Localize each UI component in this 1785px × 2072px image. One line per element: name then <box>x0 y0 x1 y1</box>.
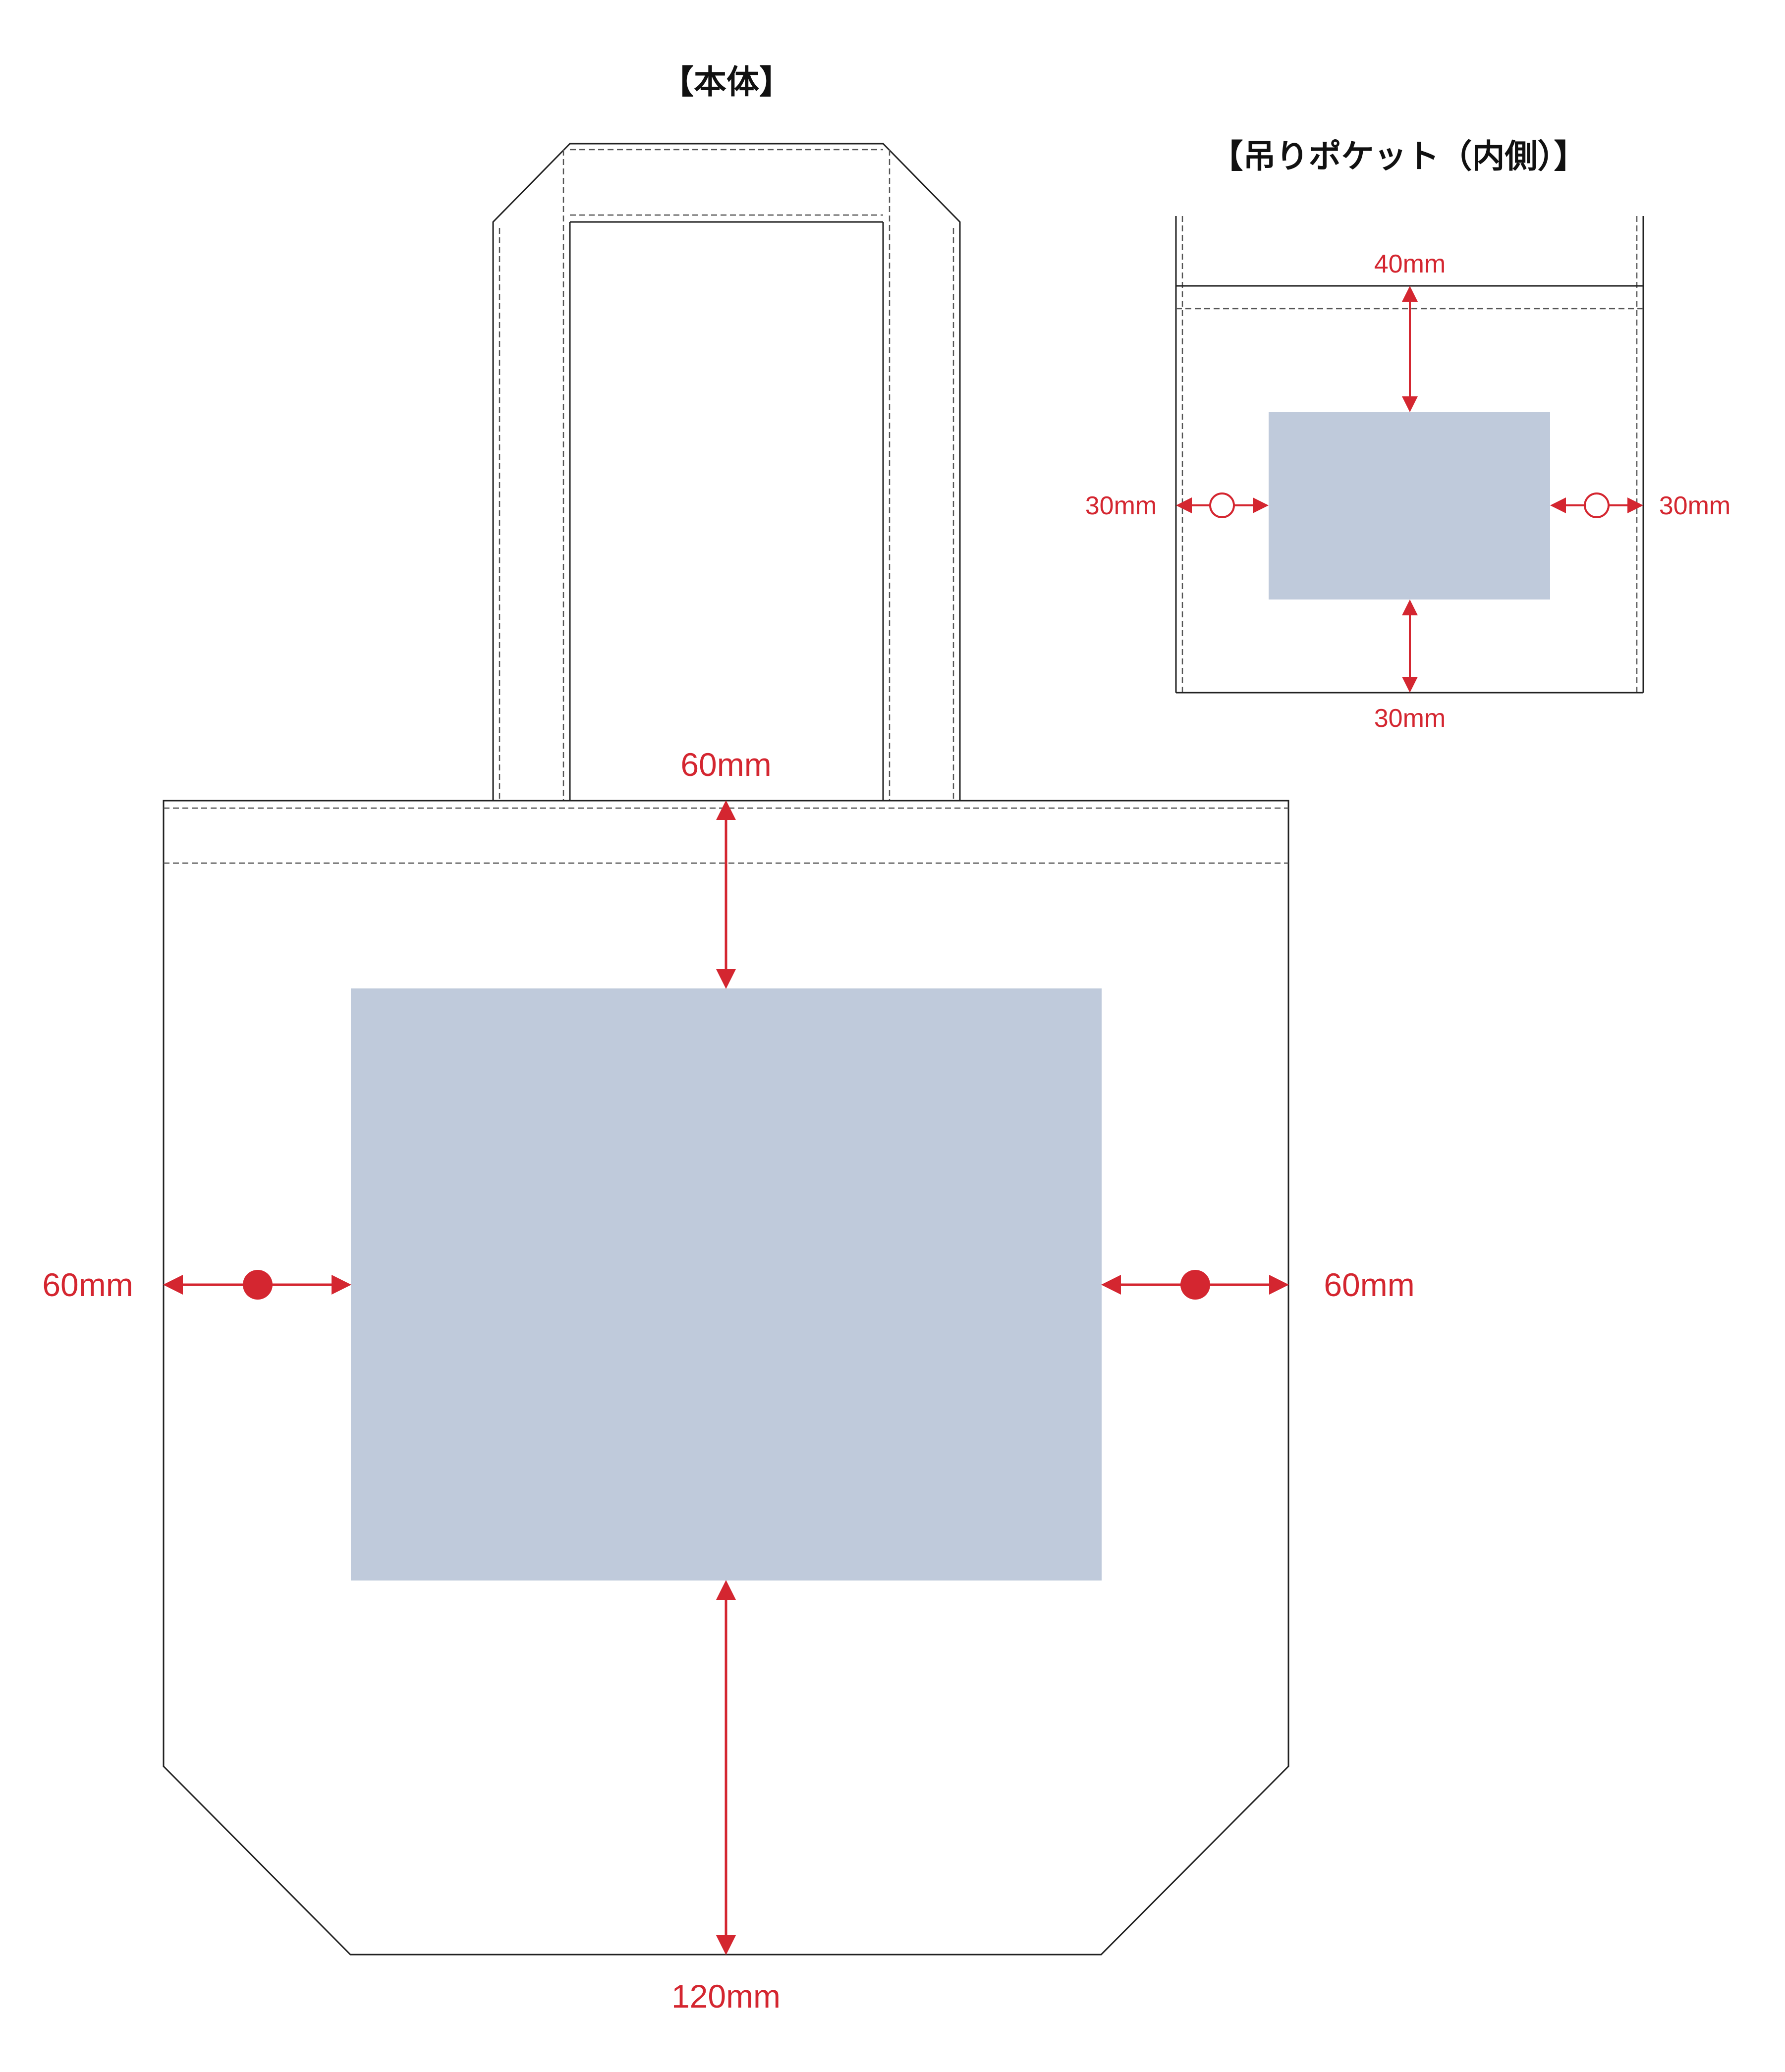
print-area <box>351 988 1102 1581</box>
pocket-dim-right-label: 30mm <box>1659 491 1730 520</box>
pocket-dim-bottom-label: 30mm <box>1374 704 1446 733</box>
hanging-pocket <box>1175 216 1644 694</box>
body-dim-top-label: 60mm <box>680 746 771 783</box>
body-dim-bottom-label: 120mm <box>671 1978 781 2015</box>
body-dim-right-label: 60mm <box>1324 1266 1414 1303</box>
body-dim-left-label: 60mm <box>42 1266 133 1303</box>
bag-handle <box>492 143 961 802</box>
right-dimension-dot <box>1180 1270 1210 1300</box>
pocket-right-ring <box>1584 492 1610 518</box>
left-dimension-dot <box>243 1270 273 1300</box>
body-section-title: 【本体】 <box>661 63 792 101</box>
pocket-dim-top-label: 40mm <box>1374 250 1446 278</box>
pocket-print-area <box>1269 412 1550 600</box>
pocket-left-ring <box>1209 492 1235 518</box>
pocket-section-title: 【吊りポケット（内側）】 <box>1211 137 1587 175</box>
pocket-dim-left-label: 30mm <box>1085 491 1157 520</box>
bag-body <box>163 800 1289 1956</box>
